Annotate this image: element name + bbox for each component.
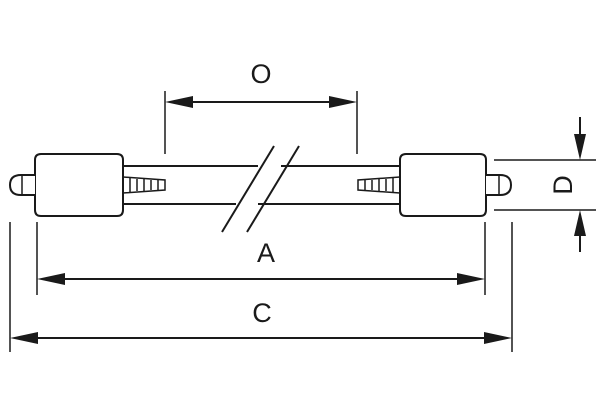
dimension-d-arrow-top — [574, 134, 586, 160]
left-end-cap — [8, 153, 124, 217]
dimension-a-arrow-left — [37, 273, 65, 285]
dimension-c: C — [9, 222, 513, 352]
right-filament — [357, 176, 401, 194]
label-d: D — [548, 175, 578, 195]
dimension-o-arrow-right — [329, 96, 357, 108]
dimension-a-arrow-right — [457, 273, 485, 285]
label-o: O — [250, 59, 271, 89]
lamp — [8, 145, 513, 233]
dimension-d-arrow-bottom — [574, 210, 586, 236]
dimension-d: D — [494, 117, 596, 252]
dimension-o: O — [164, 59, 358, 154]
dimension-c-arrow-left — [10, 332, 38, 344]
dimension-o-arrow-left — [165, 96, 193, 108]
dimension-a: A — [36, 222, 486, 295]
left-filament — [122, 176, 166, 194]
glass-tube — [123, 165, 400, 205]
label-a: A — [257, 238, 275, 268]
break-symbol — [221, 145, 300, 233]
dimension-c-arrow-right — [484, 332, 512, 344]
right-end-cap — [399, 153, 513, 217]
label-c: C — [252, 298, 272, 328]
